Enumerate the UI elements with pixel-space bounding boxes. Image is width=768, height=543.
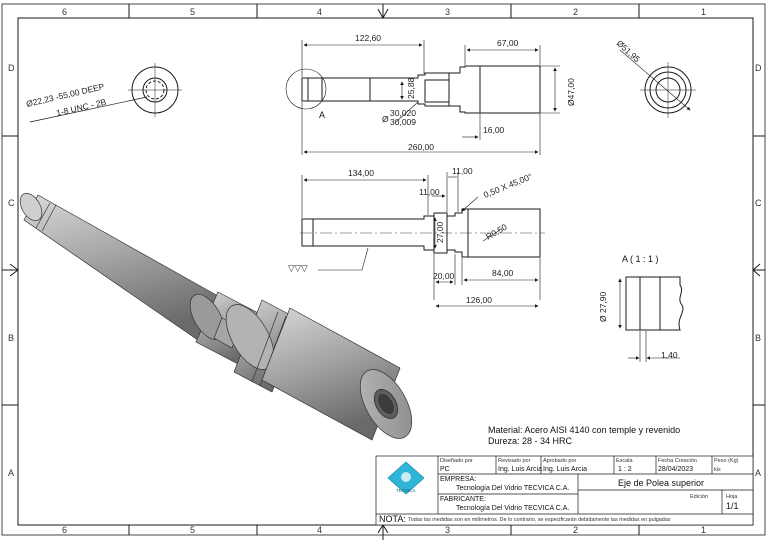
zone-col-label: 3	[445, 525, 450, 535]
detail-width: 1,40	[661, 350, 678, 360]
dim-overall-length: 260,00	[408, 142, 434, 152]
company-logo: TECVICA	[387, 461, 425, 495]
title-block	[375, 455, 754, 526]
isometric-shaft-view	[19, 192, 413, 441]
dim-126: 126,00	[466, 295, 492, 305]
material-line: Material: Acero AISI 4140 con temple y r…	[488, 425, 680, 435]
weight-label: Peso (Kg)	[714, 458, 739, 464]
dim-right-end: 16,00	[483, 125, 505, 135]
company-value: Tecnología Del Vidrio TECVICA C.A.	[456, 485, 569, 492]
detail-view-title: A ( 1 : 1 )	[622, 254, 659, 264]
zone-col-label: 6	[62, 7, 67, 17]
sheet-label: Hoja	[726, 494, 738, 500]
zone-row-label: B	[8, 333, 14, 343]
dim-84: 84,00	[492, 268, 514, 278]
zone-row-label: C	[8, 198, 15, 208]
zone-labels-top: 6 5 4 3 2 1	[62, 7, 706, 17]
logo-text: TECVICA	[396, 488, 416, 493]
scale-value: 1 : 2	[618, 466, 632, 473]
dim-diameter-large: Ø47,00	[566, 78, 576, 106]
zone-row-label: D	[8, 63, 15, 73]
front-view-dimensions	[301, 40, 560, 155]
zone-col-label: 5	[190, 525, 195, 535]
lower-view-dimensions	[301, 172, 541, 308]
company-label: EMPRESA:	[440, 476, 476, 483]
zone-col-label: 4	[317, 525, 322, 535]
zone-col-label: 6	[62, 525, 67, 535]
right-end-diameter: Ø51,95	[615, 38, 643, 64]
zone-labels-bottom: 6 5 4 3 2 1	[62, 525, 706, 535]
zone-col-label: 1	[701, 525, 706, 535]
dim-tolerance-lower: 30,009	[390, 117, 416, 127]
dim-flat: 25,88	[406, 77, 416, 99]
dim-radius: R0,50	[484, 222, 509, 242]
detail-diameter: Ø 27,90	[598, 291, 608, 322]
dim-chamfer: 0,50 X 45,00°	[482, 171, 534, 200]
dim-134: 134,00	[348, 168, 374, 178]
lower-view-shaft	[300, 208, 545, 258]
scale-label: Escala	[616, 458, 633, 464]
dim-tolerance-symbol: Ø	[382, 114, 389, 124]
dim-11-b: 11,00	[452, 166, 473, 176]
zone-col-label: 2	[573, 7, 578, 17]
zone-row-label: D	[755, 63, 762, 73]
edition-label: Edición	[690, 494, 708, 500]
approved-value: Ing. Luis Arcia	[543, 466, 587, 473]
zone-col-label: 2	[573, 525, 578, 535]
designed-label: Diseñado por	[440, 458, 473, 464]
weight-value: kix	[714, 467, 721, 473]
zone-row-label: A	[8, 468, 14, 478]
reviewed-label: Revisado por	[498, 458, 531, 464]
maker-value: Tecnología Del Vidrio TECVICA C.A.	[456, 505, 569, 512]
detail-callout-label: A	[319, 110, 325, 120]
part-title: Eje de Polea superior	[618, 478, 704, 488]
detail-view-shape	[618, 276, 684, 362]
date-label: Fecha Creación	[658, 458, 697, 464]
date-value: 28/04/2023	[658, 466, 693, 473]
right-end-view	[619, 49, 696, 118]
zone-labels-right: D C B A	[755, 63, 762, 478]
zone-row-label: B	[755, 333, 761, 343]
dim-tolerance-upper: 30,020	[390, 108, 416, 118]
zone-col-label: 1	[701, 7, 706, 17]
dim-11-a: 11,00	[419, 187, 440, 197]
zone-row-label: A	[755, 468, 761, 478]
approved-label: Aprobado por	[543, 458, 576, 464]
designed-value: PC	[440, 466, 450, 473]
note-label: NOTA:	[379, 514, 406, 524]
zone-col-label: 4	[317, 7, 322, 17]
reviewed-value: Ing. Luis Arcia	[498, 466, 542, 473]
zone-col-label: 5	[190, 7, 195, 17]
zone-labels-left: D C B A	[8, 63, 15, 478]
surface-finish-symbol: ▽▽▽	[288, 263, 308, 273]
sheet-value: 1/1	[726, 501, 739, 511]
left-end-view	[29, 63, 182, 123]
zone-col-label: 3	[445, 7, 450, 17]
hardness-line: Dureza: 28 - 34 HRC	[488, 436, 573, 446]
maker-label: FABRICANTE:	[440, 496, 486, 503]
dim-20: 20,00	[433, 271, 455, 281]
dim-27: 27,00	[435, 221, 445, 243]
note-text: Todas las medidas son en milímetros. De …	[408, 517, 671, 523]
dim-section-length: 122,60	[355, 33, 381, 43]
dim-right-section: 67,00	[497, 38, 519, 48]
zone-row-label: C	[755, 198, 762, 208]
